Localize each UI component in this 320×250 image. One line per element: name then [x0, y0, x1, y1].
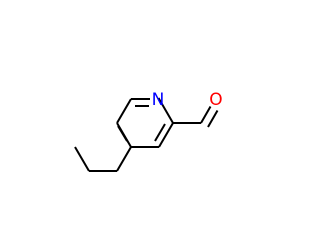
bond-ch2-ch3	[74, 146, 90, 172]
molecule-diagram: N O	[74, 90, 223, 172]
bond-c5-c6	[116, 98, 132, 124]
bond-n-c2	[157, 97, 174, 124]
bond-c4-ch2	[116, 146, 132, 172]
atom-oxygen: O	[209, 90, 222, 110]
bond-c2-c3-inner	[154, 123, 166, 142]
bond-cho-o-double	[207, 110, 219, 128]
bond-c2-c3	[158, 122, 174, 148]
atom-nitrogen: N	[152, 90, 165, 110]
bond-c4-c5-inner	[117, 125, 128, 142]
bond-cho-o	[200, 106, 212, 124]
structure-canvas: N O	[74, 90, 223, 172]
